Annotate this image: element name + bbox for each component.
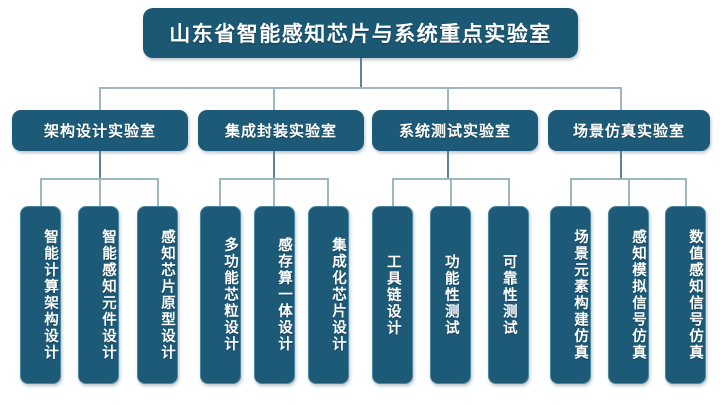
leaf-node-1-3[interactable]: 感知芯片原型设计 xyxy=(137,206,178,384)
branch-node-4[interactable]: 场景仿真实验室 xyxy=(548,110,710,151)
leaf-node-2-3-label: 集成化芯片设计 xyxy=(330,237,346,353)
branch-node-2-label: 集成封装实验室 xyxy=(224,122,337,140)
connector-branch-3-drop-3 xyxy=(508,178,510,206)
branch-node-3[interactable]: 系统测试实验室 xyxy=(372,110,538,151)
root-node-key-laboratory[interactable]: 山东省智能感知芯片与系统重点实验室 xyxy=(143,8,578,58)
connector-branch-3-drop-1 xyxy=(392,178,394,206)
leaf-node-2-3[interactable]: 集成化芯片设计 xyxy=(308,206,349,384)
connector-branch-1-drop-3 xyxy=(157,178,159,206)
connector-branch-2-drop-3 xyxy=(327,178,329,206)
leaf-node-3-2-label: 功能性测试 xyxy=(442,253,459,337)
branch-node-3-label: 系统测试实验室 xyxy=(398,122,511,140)
leaf-node-4-3-label: 数值感知信号仿真 xyxy=(687,229,703,361)
leaf-node-3-3-label: 可靠性测试 xyxy=(500,253,517,337)
leaf-node-3-1[interactable]: 工具链设计 xyxy=(372,206,413,384)
leaf-node-2-1[interactable]: 多功能芯粒设计 xyxy=(200,206,241,384)
connector-branch-4-drop-2 xyxy=(628,178,630,206)
branch-node-4-label: 场景仿真实验室 xyxy=(572,122,685,140)
leaf-node-1-1[interactable]: 智能计算架构设计 xyxy=(20,206,61,384)
leaf-node-3-1-label: 工具链设计 xyxy=(384,253,401,337)
leaf-node-4-2-label: 感知模拟信号仿真 xyxy=(630,229,646,361)
connector-branch-2-stem xyxy=(273,151,275,178)
connector-branch-1-stem xyxy=(99,151,101,178)
connector-branch-1-drop-2 xyxy=(99,178,101,206)
connector-branch-2-drop-2 xyxy=(273,178,275,206)
connector-branch-4-drop-3 xyxy=(685,178,687,206)
leaf-node-1-3-label: 感知芯片原型设计 xyxy=(159,229,175,361)
leaf-node-3-3[interactable]: 可靠性测试 xyxy=(488,206,529,384)
connector-branch-4-stem xyxy=(620,151,622,178)
leaf-node-2-1-label: 多功能芯粒设计 xyxy=(222,237,238,353)
connector-drop-branch-4 xyxy=(620,87,622,110)
leaf-node-3-2[interactable]: 功能性测试 xyxy=(430,206,471,384)
leaf-node-1-2-label: 智能感知元件设计 xyxy=(100,229,116,361)
connector-branch-3-drop-2 xyxy=(450,178,452,206)
branch-node-1[interactable]: 架构设计实验室 xyxy=(12,110,188,151)
leaf-node-4-1-label: 场景元素构建仿真 xyxy=(572,229,588,361)
connector-level1-bus xyxy=(99,87,622,89)
connector-drop-branch-3 xyxy=(447,87,449,110)
leaf-node-4-2[interactable]: 感知模拟信号仿真 xyxy=(608,206,649,384)
leaf-node-4-1[interactable]: 场景元素构建仿真 xyxy=(550,206,591,384)
branch-node-2[interactable]: 集成封装实验室 xyxy=(198,110,364,151)
branch-node-1-label: 架构设计实验室 xyxy=(43,122,156,140)
leaf-node-1-1-label: 智能计算架构设计 xyxy=(42,229,58,361)
connector-drop-branch-2 xyxy=(273,87,275,110)
connector-branch-4-drop-1 xyxy=(570,178,572,206)
connector-branch-3-stem xyxy=(447,151,449,178)
root-node-label: 山东省智能感知芯片与系统重点实验室 xyxy=(169,22,552,46)
connector-drop-branch-1 xyxy=(99,87,101,110)
connector-branch-1-drop-1 xyxy=(40,178,42,206)
connector-branch-2-drop-1 xyxy=(219,178,221,206)
leaf-node-2-2-label: 感存算一体设计 xyxy=(276,237,292,353)
connector-root-stem xyxy=(360,58,362,87)
leaf-node-2-2[interactable]: 感存算一体设计 xyxy=(254,206,295,384)
leaf-node-1-2[interactable]: 智能感知元件设计 xyxy=(78,206,119,384)
leaf-node-4-3[interactable]: 数值感知信号仿真 xyxy=(665,206,706,384)
